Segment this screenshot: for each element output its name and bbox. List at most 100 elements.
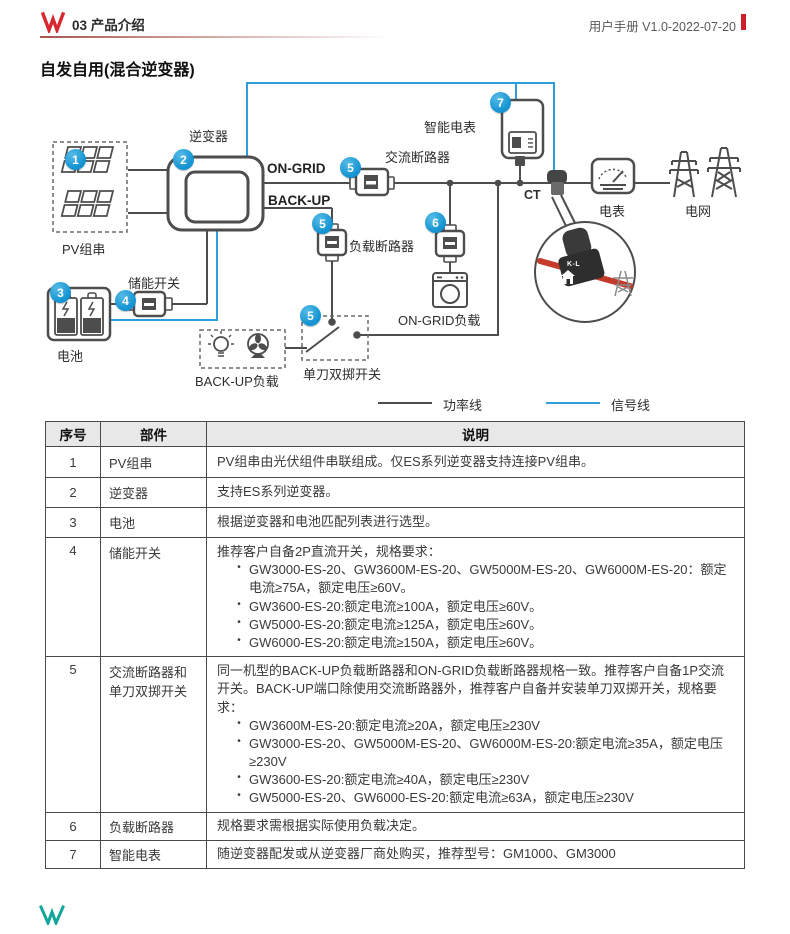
col-header-no: 序号 bbox=[45, 421, 101, 447]
part-cell: 智能电表 bbox=[100, 839, 207, 869]
bullet-text: GW5000-ES-20:额定电流≥125A，额定电压≥60V。 bbox=[249, 616, 543, 632]
badge-pv: 1 bbox=[65, 149, 86, 170]
description-text: PV组串由光伏组件串联组成。仅ES系列逆变器支持连接PV组串。 bbox=[217, 453, 595, 469]
footer-brand-icon bbox=[39, 905, 65, 925]
smart-meter-icon bbox=[500, 98, 545, 166]
bullet-text: GW3600M-ES-20:额定电流≥20A，额定电压≥230V bbox=[249, 717, 540, 733]
description-cell: 随逆变器配发或从逆变器厂商处购买，推荐型号：GM1000、GM3000 bbox=[206, 839, 745, 869]
fan-icon bbox=[247, 333, 269, 358]
part-cell: 交流断路器和单刀双掷开关 bbox=[100, 656, 207, 813]
table-header-row: 序号 部件 说明 bbox=[45, 421, 745, 447]
part-cell: 储能开关 bbox=[100, 536, 207, 658]
spec-bullet: • GW3600-ES-20:额定电流≥100A，额定电压≥60V。 bbox=[217, 598, 734, 616]
description-cell: 同一机型的BACK-UP负载断路器和ON-GRID负载断路器规格一致。推荐客户自… bbox=[206, 656, 745, 813]
bullet-dot: • bbox=[237, 717, 241, 729]
back-up-port-label: BACK-UP bbox=[268, 193, 331, 208]
description-text: 随逆变器配发或从逆变器厂商处购买，推荐型号：GM1000、GM3000 bbox=[217, 846, 616, 862]
spec-bullet: • GW5000-ES-20:额定电流≥125A，额定电压≥60V。 bbox=[217, 616, 734, 634]
pv-label: PV组串 bbox=[62, 242, 106, 257]
grid-tower-icon bbox=[669, 147, 741, 198]
bulb-icon bbox=[208, 331, 234, 357]
description-text: 支持ES系列逆变器。 bbox=[217, 484, 339, 500]
backup-load-box bbox=[199, 329, 286, 369]
manual-version: 用户手册 V1.0-2022-07-20 bbox=[588, 20, 736, 34]
spec-bullet: •GW3000-ES-20、GW5000M-ES-20、GW6000M-ES-2… bbox=[217, 735, 734, 771]
badge-spdt-switch: 5 bbox=[300, 305, 321, 326]
bullet-dot: • bbox=[237, 616, 241, 628]
row-number-cell: 1 bbox=[45, 446, 101, 478]
bullet-text: GW3000-ES-20、GW3600M-ES-20、GW5000M-ES-20… bbox=[249, 562, 727, 596]
legend-signal-label: 信号线 bbox=[611, 398, 651, 413]
part-cell: 逆变器 bbox=[100, 477, 207, 508]
part-cell: 电池 bbox=[100, 507, 207, 538]
description-text: 同一机型的BACK-UP负载断路器和ON-GRID负载断路器规格一致。推荐客户自… bbox=[217, 663, 725, 715]
pv-array-icon bbox=[52, 141, 128, 233]
bullet-dot: • bbox=[237, 735, 241, 747]
row-number-cell: 5 bbox=[45, 656, 101, 813]
bullet-dot: • bbox=[237, 790, 241, 802]
smart-meter-label: 智能电表 bbox=[424, 120, 477, 135]
ct-label: CT bbox=[524, 188, 541, 202]
ct-kl-tag: K-L bbox=[567, 261, 581, 268]
row-number-cell: 6 bbox=[45, 811, 101, 841]
ac-breaker-label: 交流断路器 bbox=[385, 150, 451, 165]
badge-load-breaker: 5 bbox=[312, 213, 333, 234]
bullet-text: GW3600-ES-20:额定电流≥40A，额定电压≥230V bbox=[249, 772, 530, 788]
description-cell: PV组串由光伏组件串联组成。仅ES系列逆变器支持连接PV组串。 bbox=[206, 446, 745, 478]
header-red-marker bbox=[741, 14, 746, 30]
bullet-text: GW6000-ES-20:额定电流≥150A，额定电压≥60V。 bbox=[249, 634, 543, 650]
bullet-dot: • bbox=[237, 562, 241, 574]
bullet-dot: • bbox=[237, 634, 241, 646]
page-title: 自发自用(混合逆变器) bbox=[40, 62, 195, 79]
brand-logo-icon bbox=[40, 11, 66, 33]
description-text: 规格要求需根据实际使用负载决定。 bbox=[217, 818, 426, 834]
row-number-cell: 4 bbox=[45, 536, 101, 658]
header-divider bbox=[40, 36, 390, 38]
storage-switch-label: 储能开关 bbox=[128, 276, 181, 291]
row-number-cell: 2 bbox=[45, 477, 101, 508]
description-text: 推荐客户自备2P直流开关，规格要求： bbox=[217, 544, 441, 559]
legend-power-label: 功率线 bbox=[443, 398, 483, 413]
washing-machine-icon bbox=[432, 272, 468, 308]
spec-bullet: •GW3600-ES-20:额定电流≥40A，额定电压≥230V bbox=[217, 771, 734, 789]
bullet-text: GW5000-ES-20、GW6000-ES-20:额定电流≥63A，额定电压≥… bbox=[249, 790, 634, 806]
bullet-text: GW3600-ES-20:额定电流≥100A，额定电压≥60V。 bbox=[249, 598, 543, 614]
inverter-label: 逆变器 bbox=[189, 129, 229, 144]
badge-inverter: 2 bbox=[173, 149, 194, 170]
spec-bullet: • GW5000-ES-20、GW6000-ES-20:额定电流≥63A，额定电压… bbox=[217, 789, 734, 807]
badge-ac-breaker: 5 bbox=[340, 157, 361, 178]
col-header-part: 部件 bbox=[100, 421, 207, 447]
description-text: 根据逆变器和电池匹配列表进行选型。 bbox=[217, 514, 439, 530]
badge-storage-switch: 4 bbox=[115, 290, 136, 311]
spec-bullet: • GW3000-ES-20、GW3600M-ES-20、GW5000M-ES-2… bbox=[217, 561, 734, 597]
badge-battery: 3 bbox=[50, 282, 71, 303]
backup-load-label: BACK-UP负载 bbox=[195, 374, 279, 389]
bullet-dot: • bbox=[237, 598, 241, 610]
ct-clamp-icon bbox=[547, 170, 567, 195]
description-cell: 根据逆变器和电池匹配列表进行选型。 bbox=[206, 507, 745, 538]
meter-label: 电表 bbox=[599, 204, 626, 219]
description-cell: 推荐客户自备2P直流开关，规格要求： • GW3000-ES-20、GW3600M-… bbox=[206, 536, 745, 658]
chapter-heading: 03 产品介绍 bbox=[72, 18, 145, 33]
spec-bullet: • GW3600M-ES-20:额定电流≥20A，额定电压≥230V bbox=[217, 717, 734, 735]
part-cell: 负载断路器 bbox=[100, 811, 207, 841]
grid-label: 电网 bbox=[685, 204, 712, 219]
power-lines bbox=[108, 166, 670, 353]
badge-ongrid-breaker: 6 bbox=[425, 212, 446, 233]
description-cell: 规格要求需根据实际使用负载决定。 bbox=[206, 811, 745, 841]
badge-smart-meter: 7 bbox=[490, 92, 511, 113]
description-cell: 支持ES系列逆变器。 bbox=[206, 477, 745, 508]
row-number-cell: 3 bbox=[45, 507, 101, 538]
energy-meter-icon bbox=[590, 157, 636, 195]
part-cell: PV组串 bbox=[100, 446, 207, 478]
